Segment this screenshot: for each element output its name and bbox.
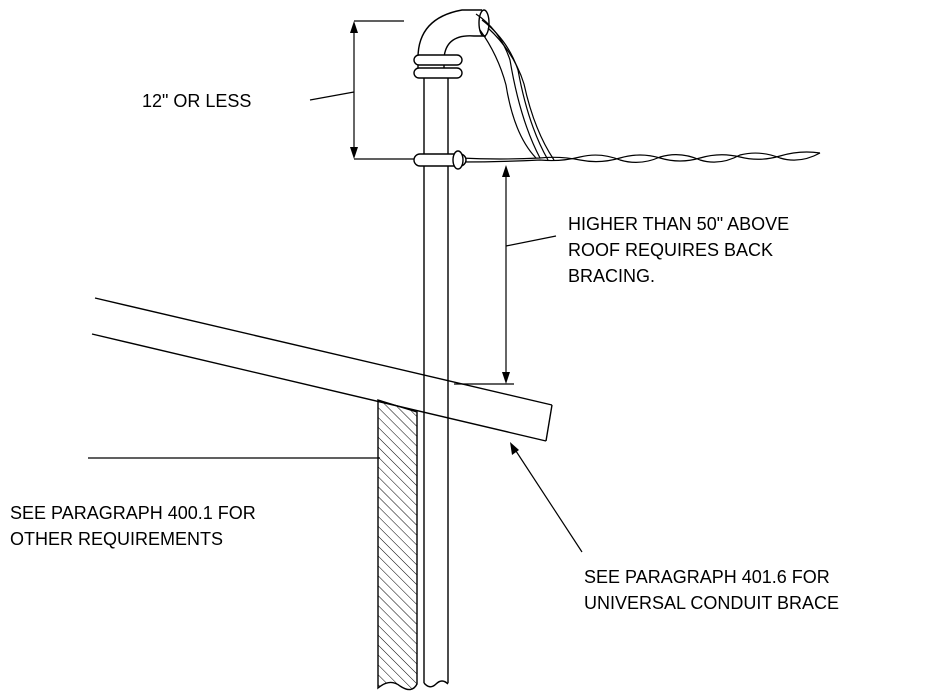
dimension-12in [309, 20, 414, 160]
clearance-text: 12" OR LESS [142, 91, 252, 111]
dimension-50in [454, 165, 557, 385]
paragraph-401-line-1: SEE PARAGRAPH 401.6 FOR [584, 567, 830, 587]
conduit-mast [423, 78, 449, 688]
leader-401 [510, 442, 583, 553]
weatherhead [413, 9, 490, 79]
wall-section [377, 399, 418, 691]
clearance-label: 12" OR LESS [142, 88, 251, 114]
paragraph-400-line-1: SEE PARAGRAPH 400.1 FOR [10, 503, 256, 523]
height-note-line-3: BRACING. [568, 266, 656, 286]
height-note-line-2: ROOF REQUIRES BACK [568, 240, 774, 260]
attachment-clamp [413, 150, 467, 170]
service-drop-wires [459, 13, 821, 163]
paragraph-400-note: SEE PARAGRAPH 400.1 FOR OTHER REQUIREMEN… [10, 500, 256, 552]
height-note-line-1: HIGHER THAN 50" ABOVE [568, 214, 790, 234]
height-note: HIGHER THAN 50" ABOVE ROOF REQUIRES BACK… [568, 211, 789, 289]
paragraph-401-note: SEE PARAGRAPH 401.6 FOR UNIVERSAL CONDUI… [584, 564, 839, 616]
paragraph-401-line-2: UNIVERSAL CONDUIT BRACE [584, 593, 840, 613]
paragraph-400-line-2: OTHER REQUIREMENTS [10, 529, 224, 549]
roof-slab [91, 297, 553, 442]
